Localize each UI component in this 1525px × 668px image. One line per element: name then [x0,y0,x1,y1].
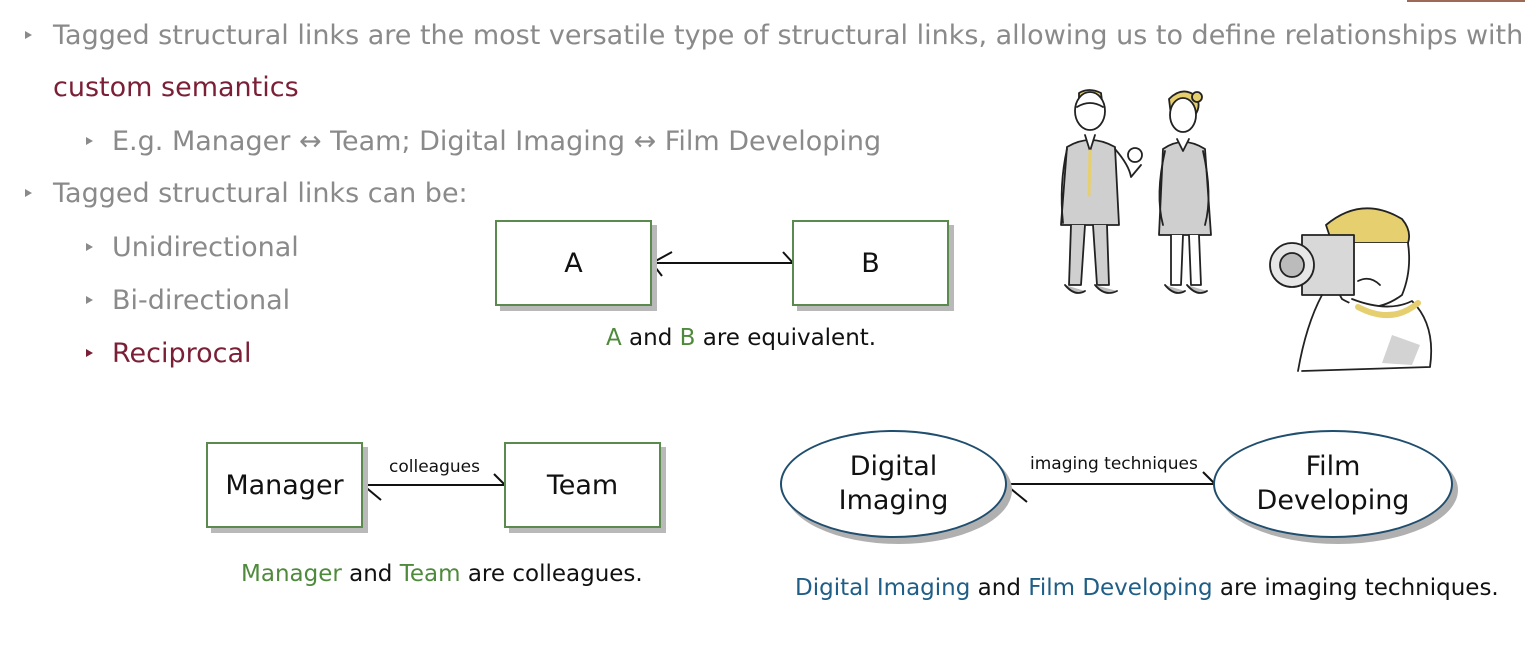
node-team: Team [504,442,661,528]
imaging-arrowhead-left [1004,483,1028,503]
imaging-caption-rest: are imaging techniques. [1212,575,1499,601]
node-film-developing: Film Developing [1213,430,1453,538]
colleagues-arrowhead-right [493,473,506,486]
colleagues-link-label: colleagues [389,457,480,477]
imaging-link-label: imaging techniques [1030,454,1198,474]
node-a-label: A [564,247,583,279]
photographer-illustration [1269,207,1433,372]
node-film-developing-line2: Developing [1256,485,1410,516]
bullet-marker [25,31,32,39]
ab-caption-b: B [679,325,696,351]
imaging-caption: Digital Imaging and Film Developing are … [795,575,1499,601]
node-digital-imaging-line1: Digital [849,451,938,482]
bullet-1-sub-text: E.g. Manager ↔ Team; Digital Imaging ↔ F… [112,126,882,157]
team-caption: Manager and Team are colleagues. [241,561,643,587]
ab-caption: A and B are equivalent. [606,325,876,351]
sub-bullet-marker [86,137,93,145]
bullet-1-accent-text: custom semantics [53,72,299,103]
ab-caption-a: A [606,325,622,351]
imaging-caption-left: Digital Imaging [795,575,971,601]
node-b: B [792,220,949,306]
bullet-1-text: Tagged structural links are the most ver… [53,20,1524,51]
imaging-caption-right: Film Developing [1028,575,1213,601]
node-digital-imaging: Digital Imaging [780,430,1007,538]
node-team-label: Team [546,469,619,501]
node-manager-label: Manager [225,469,344,501]
node-manager: Manager [206,442,363,528]
sub-bullet-marker [86,243,93,251]
node-digital-imaging-line2: Imaging [838,485,949,516]
ab-caption-rest: are equivalent. [695,325,877,351]
bullet-2-sub-2: Bi-directional [112,285,291,316]
colleagues-illustration [1060,89,1212,294]
bullet-marker [25,189,32,197]
corner-accent-line [1407,0,1525,2]
imaging-caption-and: and [970,575,1029,601]
node-b-label: B [861,247,880,279]
bullet-2-sub-1: Unidirectional [112,232,299,263]
team-caption-rest: are colleagues. [460,561,643,587]
bullet-2-sub-3: Reciprocal [112,338,252,369]
colleagues-arrowhead-left [362,484,382,501]
ab-caption-and: and [621,325,680,351]
node-film-developing-line1: Film [1305,451,1361,482]
team-caption-right: Team [399,561,461,587]
team-caption-and: and [341,561,400,587]
bullet-2-text: Tagged structural links can be: [53,178,468,209]
sub-bullet-marker-accent [86,349,93,357]
ab-arrowhead-right [782,251,794,264]
ab-arrowhead-left [650,251,673,277]
node-a: A [495,220,652,306]
sub-bullet-marker [86,296,93,304]
team-caption-left: Manager [241,561,342,587]
